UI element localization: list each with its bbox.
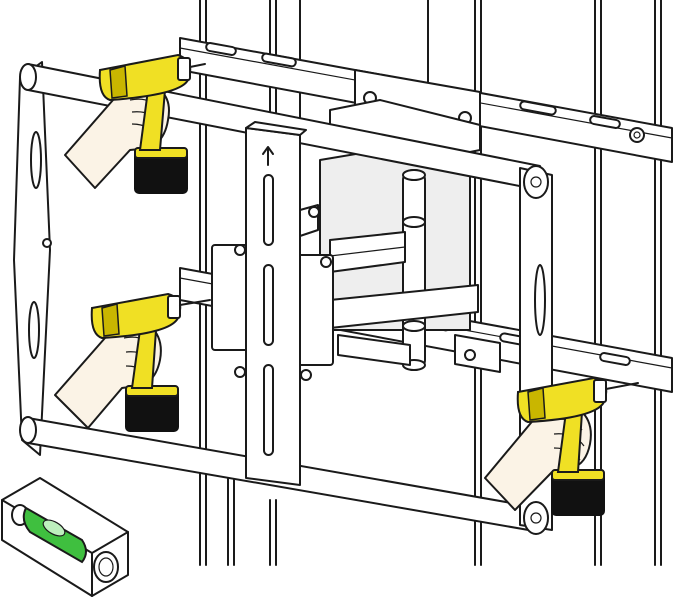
arrow-up-icon [262,146,274,166]
upper-wall-rail [179,37,673,163]
drill-icon [98,53,206,194]
drill-icon [90,292,211,432]
drill-top-left [64,53,206,194]
drill-icon [516,376,639,516]
drill-middle-left [54,292,211,432]
drill-bottom-right [484,376,639,516]
centre-plate [245,121,307,486]
spirit-level-icon [1,477,129,597]
